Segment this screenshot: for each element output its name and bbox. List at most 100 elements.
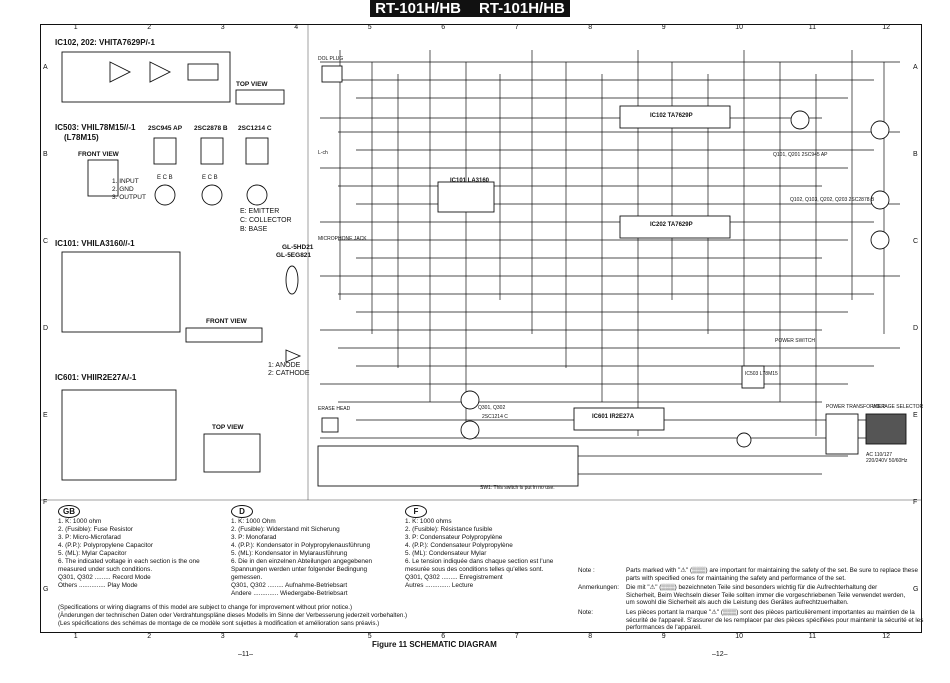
- disclaimer-line: (Specifications or wiring diagrams of th…: [58, 604, 353, 611]
- safety-note-text: Les pièces portant la marque "⚠" (▒▒▒) s…: [626, 609, 923, 632]
- transistor-ecb-1: E C B: [157, 175, 173, 181]
- schem-motor-symbol: [736, 432, 752, 448]
- schem-ic202-label: IC202 TA7629P: [650, 222, 693, 228]
- notes-en-line: 3. P: Micro-Microfarad: [58, 534, 121, 541]
- legend-collector: C: COLLECTOR: [240, 217, 292, 224]
- row-marker-C-right: C: [913, 237, 919, 245]
- notes-en-line: Others ............... Play Mode: [58, 582, 138, 589]
- page-number-left: –11–: [238, 651, 254, 658]
- schem-transistor: [790, 110, 810, 130]
- schem-ic102-label: IC102 TA7629P: [650, 113, 693, 119]
- note-tag-d: D: [231, 505, 253, 518]
- led-anode: 1: ANODE: [268, 362, 301, 369]
- figure-caption: Figure 11 SCHEMATIC DIAGRAM: [372, 640, 497, 649]
- schem-erase-head-symbol: [321, 417, 339, 433]
- safety-note-key: Note :: [578, 567, 595, 574]
- notes-fr-line: mesurée sous des conditions telles qu'el…: [405, 566, 544, 573]
- column-marker-8-bottom: 8: [588, 633, 593, 640]
- safety-note-line: performances de l'appareil.: [626, 624, 702, 632]
- ic102-amp-symbol: [109, 61, 132, 83]
- notes-fr-line: 4. (P.P.): Condensateur Polypropylène: [405, 542, 513, 549]
- header-title-right: RT-101H/HB: [479, 0, 565, 17]
- transistor-body: [245, 137, 269, 165]
- notes-en-line: measured under such conditions.: [58, 566, 153, 573]
- schem-sw-note: SW1: This switch is put in no use.: [480, 485, 555, 491]
- notes-fr-line: Q301, Q302 ......... Enregistrement: [405, 574, 503, 581]
- header-title-left: RT-101H/HB: [375, 0, 461, 17]
- safety-note-text: Parts marked with "⚠" (▒▒▒) are importan…: [626, 567, 918, 582]
- column-marker-4-bottom: 4: [294, 633, 299, 640]
- safety-note-key: Note:: [578, 608, 594, 616]
- row-marker-B-left: B: [43, 150, 48, 158]
- safety-note: Anmerkungen:Die mit "⚠" (▒▒▒) bezeichnet…: [578, 584, 923, 607]
- safety-notes: Note : Parts marked with "⚠" (▒▒▒) are im…: [578, 567, 923, 634]
- ic101-package: [185, 327, 263, 343]
- safety-note: Note : Parts marked with "⚠" (▒▒▒) are im…: [578, 567, 923, 582]
- notes-en-line: 4. (P.P.): Polypropylene Capacitor: [58, 542, 153, 549]
- ic503-subtitle: (L78M15): [64, 133, 99, 142]
- schem-dol-plug-symbol: [321, 65, 343, 83]
- disclaimer-line: (Les spécifications des schémas de monta…: [58, 620, 380, 627]
- schem-q101: Q101, Q201 2SC945 AP: [773, 152, 828, 158]
- schem-q301-type: 2SC1214 C: [482, 414, 508, 420]
- column-marker-6-top: 6: [441, 24, 446, 31]
- schem-transistor: [460, 420, 480, 440]
- ic601-block-diagram: [61, 389, 177, 481]
- transistor-pin-legend: E: EMITTER C: COLLECTOR B: BASE: [240, 207, 292, 234]
- ic101-front-view: FRONT VIEW: [206, 318, 247, 325]
- schem-ic101: [437, 181, 495, 213]
- column-marker-8-top: 8: [588, 24, 593, 31]
- ic101-block-diagram: [61, 251, 181, 333]
- note-tag-gb: GB: [58, 505, 80, 518]
- column-marker-2-top: 2: [147, 24, 152, 31]
- row-marker-C-left: C: [43, 237, 49, 245]
- column-marker-2-bottom: 2: [147, 633, 152, 640]
- ic101-title: IC101: VHILA3160//-1: [55, 239, 135, 248]
- row-marker-D-right: D: [913, 324, 919, 332]
- safety-note-key: Anmerkungen:: [578, 584, 619, 592]
- ic503-title: IC503: VHIL78M15//-1: [55, 123, 136, 132]
- notes-en-line: 5. (ML): Mylar Capacitor: [58, 550, 127, 557]
- notes-fr-line: 6. Le tension indiquée dans chaque secti…: [405, 558, 554, 565]
- legend-base: B: BASE: [240, 226, 268, 233]
- ic503-package: [87, 159, 119, 197]
- ic601-package: [203, 433, 261, 473]
- notes-de-line: 5. (ML): Kondensator in Mylarausführung: [231, 550, 348, 557]
- ic503-pin-2: 2. GND: [112, 186, 134, 193]
- notes-en-line: 2. (Fusible): Fuse Resistor: [58, 526, 133, 533]
- ic102-switch-block: [187, 63, 219, 81]
- row-marker-E-left: E: [43, 411, 48, 419]
- notes-en-line: 1. K: 1000 ohm: [58, 518, 102, 525]
- row-marker-A-left: A: [43, 63, 48, 71]
- schem-mic-jack: MICROPHONE JACK: [318, 236, 367, 242]
- column-marker-11-top: 11: [808, 24, 817, 31]
- notes-de-line: 3. P: Monofarad: [231, 534, 277, 541]
- schem-q102: Q102, Q103, Q202, Q203 2SC2878 B: [790, 197, 875, 203]
- schem-erase-head: ERASE HEAD: [318, 406, 351, 412]
- transistor-label-2: 2SC2878 B: [194, 125, 228, 132]
- schem-lch-label: L-ch: [318, 150, 328, 156]
- notes-de-line: Q301, Q302 ......... Aufnahme-Betriebsar…: [231, 582, 348, 589]
- schem-ic601: [573, 407, 665, 431]
- row-marker-F-left: F: [43, 498, 48, 506]
- column-marker-4-top: 4: [294, 24, 299, 31]
- notes-fr-line: 3. P: Condensateur Polypropylène: [405, 534, 503, 541]
- legend-emitter: E: EMITTER: [240, 208, 280, 215]
- transistor-bottom-view: [201, 184, 223, 206]
- column-marker-5-top: 5: [367, 24, 372, 31]
- schem-ic503: [741, 365, 765, 389]
- notes-de-line: Spannungen werden unter folgender Beding…: [231, 566, 368, 573]
- row-marker-G-right: G: [913, 585, 919, 593]
- schem-ic601-label: IC601 IR2E27A: [592, 414, 635, 420]
- notes-de-line: gemessen.: [231, 574, 263, 581]
- transistor-ecb-2: E C B: [202, 175, 218, 181]
- led-body: [285, 265, 299, 295]
- transistor-label-1: 2SC945 AP: [148, 125, 183, 132]
- column-marker-3-bottom: 3: [220, 633, 225, 640]
- transistor-body: [153, 137, 177, 165]
- column-marker-1-top: 1: [73, 24, 78, 31]
- led-symbol: [285, 349, 302, 363]
- column-marker-6-bottom: 6: [441, 633, 446, 640]
